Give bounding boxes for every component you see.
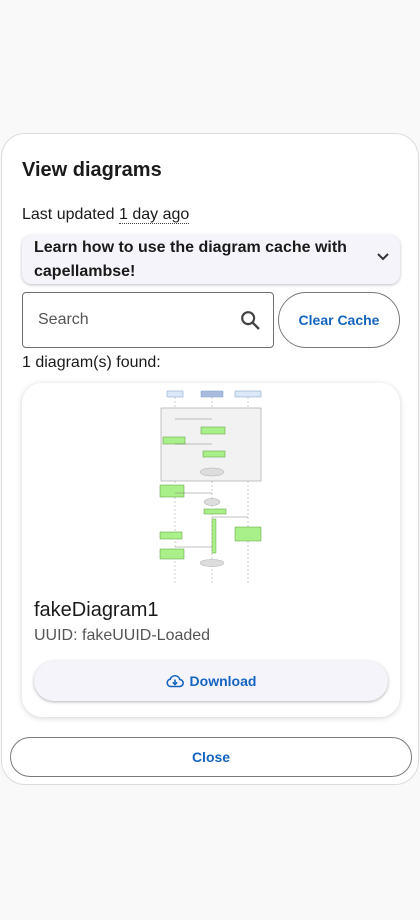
diagram-count: 1 diagram(s) found: bbox=[22, 354, 161, 371]
diagram-name: fakeDiagram1 bbox=[34, 599, 159, 621]
dialog-title: View diagrams bbox=[22, 159, 162, 181]
last-updated-label: Last updated bbox=[22, 206, 115, 223]
chevron-down-icon bbox=[377, 253, 389, 261]
clear-cache-button[interactable]: Clear Cache bbox=[278, 292, 400, 348]
download-button[interactable]: Download bbox=[34, 661, 388, 701]
cloud-download-icon bbox=[166, 674, 184, 688]
diagram-uuid: UUID: fakeUUID-Loaded bbox=[34, 627, 211, 644]
search-input[interactable] bbox=[23, 293, 233, 347]
search-icon[interactable] bbox=[239, 309, 261, 331]
search-field[interactable] bbox=[22, 292, 274, 348]
learn-panel-label: Learn how to use the diagram cache with … bbox=[34, 239, 347, 280]
last-updated-text: Last updated 1 day ago bbox=[22, 206, 190, 224]
diagram-card: fakeDiagram1 UUID: fakeUUID-Loaded Downl… bbox=[22, 383, 400, 717]
last-updated-value: 1 day ago bbox=[118, 206, 190, 224]
close-button[interactable]: Close bbox=[10, 737, 412, 777]
diagram-thumbnail[interactable] bbox=[159, 389, 263, 585]
learn-expansion-panel[interactable]: Learn how to use the diagram cache with … bbox=[22, 235, 400, 284]
view-diagrams-dialog: View diagrams Last updated 1 day ago Lea… bbox=[1, 133, 419, 785]
download-label: Download bbox=[189, 673, 257, 689]
